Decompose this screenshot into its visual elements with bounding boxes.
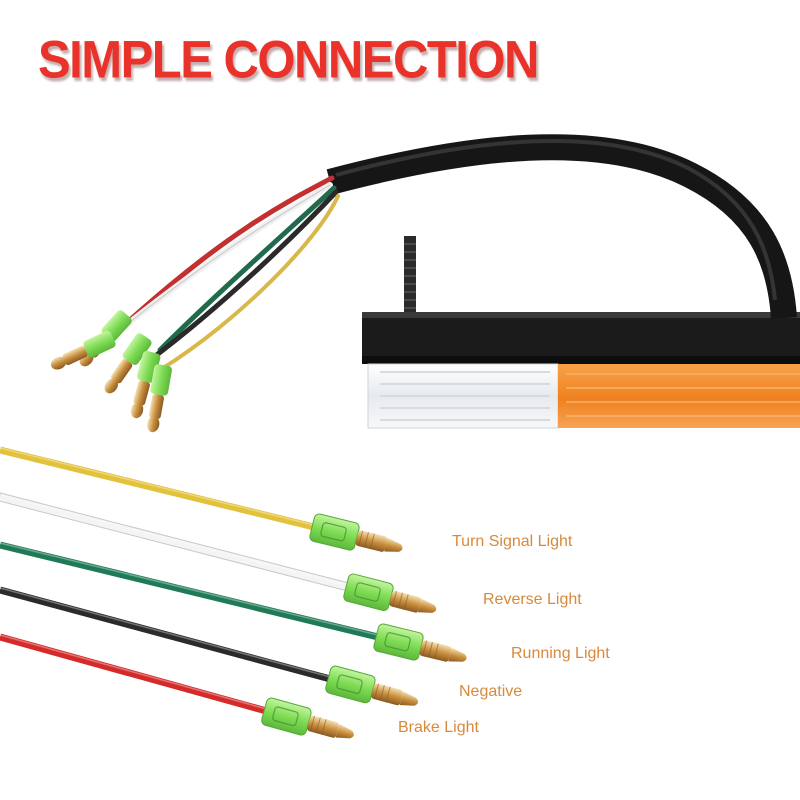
wire-line bbox=[0, 493, 353, 592]
wire-connector bbox=[343, 573, 437, 613]
wire-label-3: Running Light bbox=[511, 645, 610, 662]
wire-1 bbox=[0, 446, 403, 552]
wire-connector bbox=[373, 623, 467, 662]
upper-connector-2 bbox=[104, 333, 152, 394]
wire-line bbox=[0, 446, 319, 532]
clear-lens bbox=[367, 363, 559, 429]
wire-label-1: Turn Signal Light bbox=[452, 533, 573, 550]
wire-legend bbox=[0, 446, 467, 739]
wire-line bbox=[0, 541, 383, 642]
mounting-stud bbox=[404, 236, 416, 322]
upper-connector-5 bbox=[51, 330, 116, 370]
wire-line bbox=[0, 586, 335, 684]
wire-connector bbox=[261, 697, 354, 739]
wire-5 bbox=[0, 633, 354, 739]
cable-jacket bbox=[326, 134, 797, 320]
wire-label-5: Brake Light bbox=[398, 719, 479, 736]
wire-connector bbox=[309, 513, 403, 552]
wire-3 bbox=[0, 541, 467, 662]
light-housing bbox=[362, 312, 800, 364]
upper-connector-3 bbox=[130, 350, 161, 419]
wire-label-4: Negative bbox=[459, 683, 523, 700]
upper-connector-4 bbox=[147, 364, 172, 433]
wire-label-2: Reverse Light bbox=[483, 591, 582, 608]
page-title: SIMPLE CONNECTION bbox=[38, 31, 539, 90]
loose-wires bbox=[117, 175, 340, 372]
wire-line bbox=[0, 633, 271, 716]
wire-4 bbox=[0, 586, 419, 706]
amber-lens bbox=[558, 364, 800, 428]
wire-2 bbox=[0, 492, 437, 613]
tail-light-assembly bbox=[51, 134, 800, 433]
wire-connector bbox=[325, 665, 419, 706]
